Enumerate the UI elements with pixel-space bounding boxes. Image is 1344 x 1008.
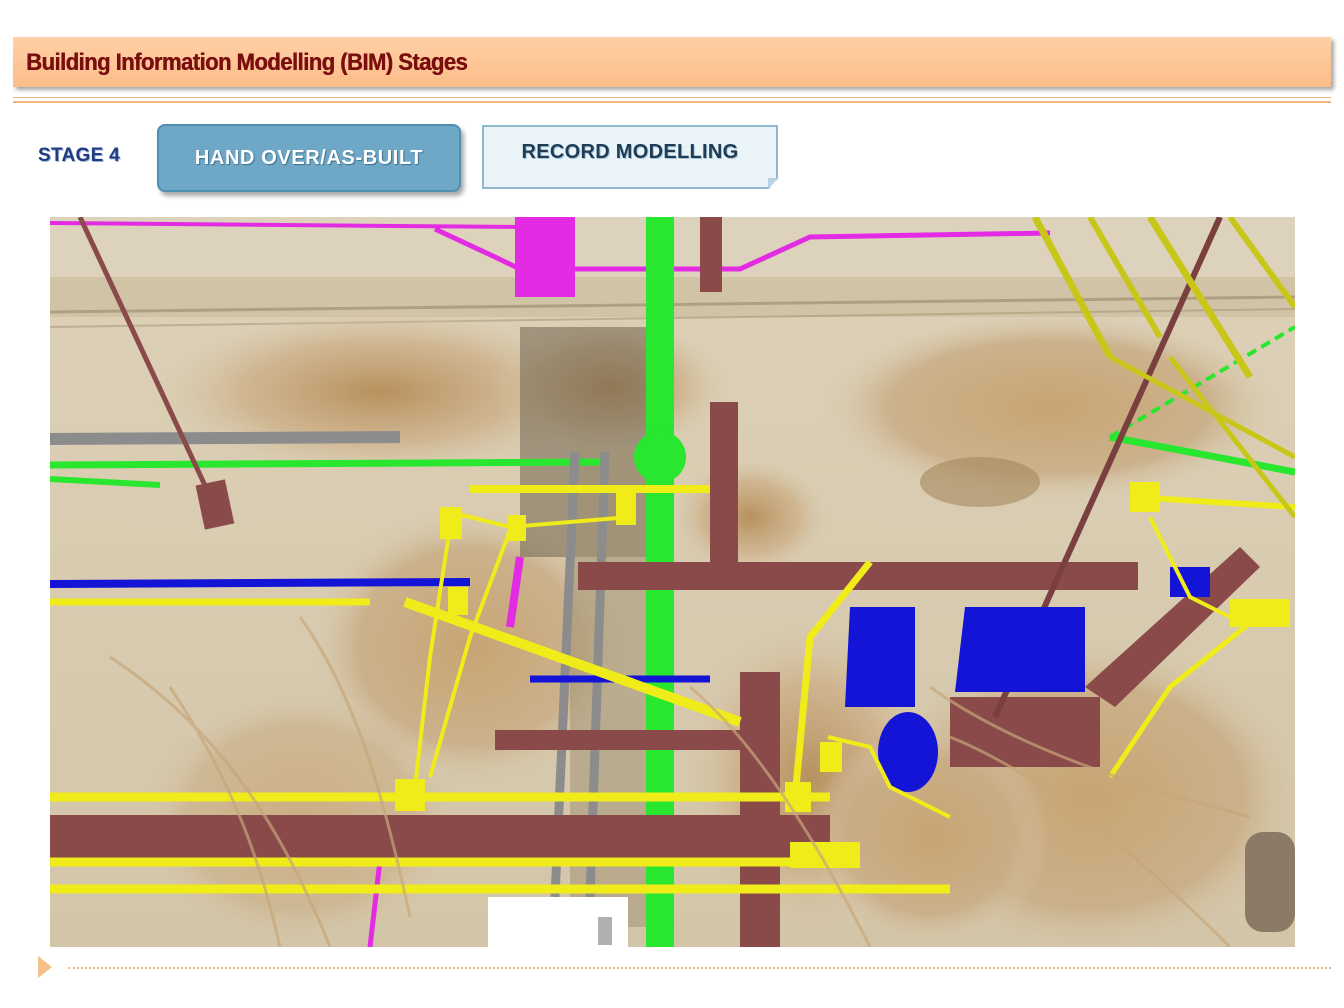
bim-point-cloud-image: [50, 217, 1295, 947]
hand-over-as-built-label: HAND OVER/AS-BUILT: [194, 146, 424, 169]
hand-over-as-built-button[interactable]: HAND OVER/AS-BUILT: [157, 124, 461, 192]
record-modelling-button[interactable]: RECORD MODELLING: [482, 125, 778, 189]
page-title: Building Information Modelling (BIM) Sta…: [26, 49, 468, 76]
title-bar: Building Information Modelling (BIM) Sta…: [13, 37, 1331, 87]
stage-label: STAGE 4: [38, 145, 120, 166]
record-modelling-label: RECORD MODELLING: [521, 141, 739, 163]
header-divider-thick: [13, 101, 1331, 103]
page-fold-icon: [768, 178, 778, 189]
play-arrow-icon: [38, 956, 52, 978]
header-divider-thin: [13, 97, 1331, 98]
footer-divider: [68, 967, 1331, 969]
